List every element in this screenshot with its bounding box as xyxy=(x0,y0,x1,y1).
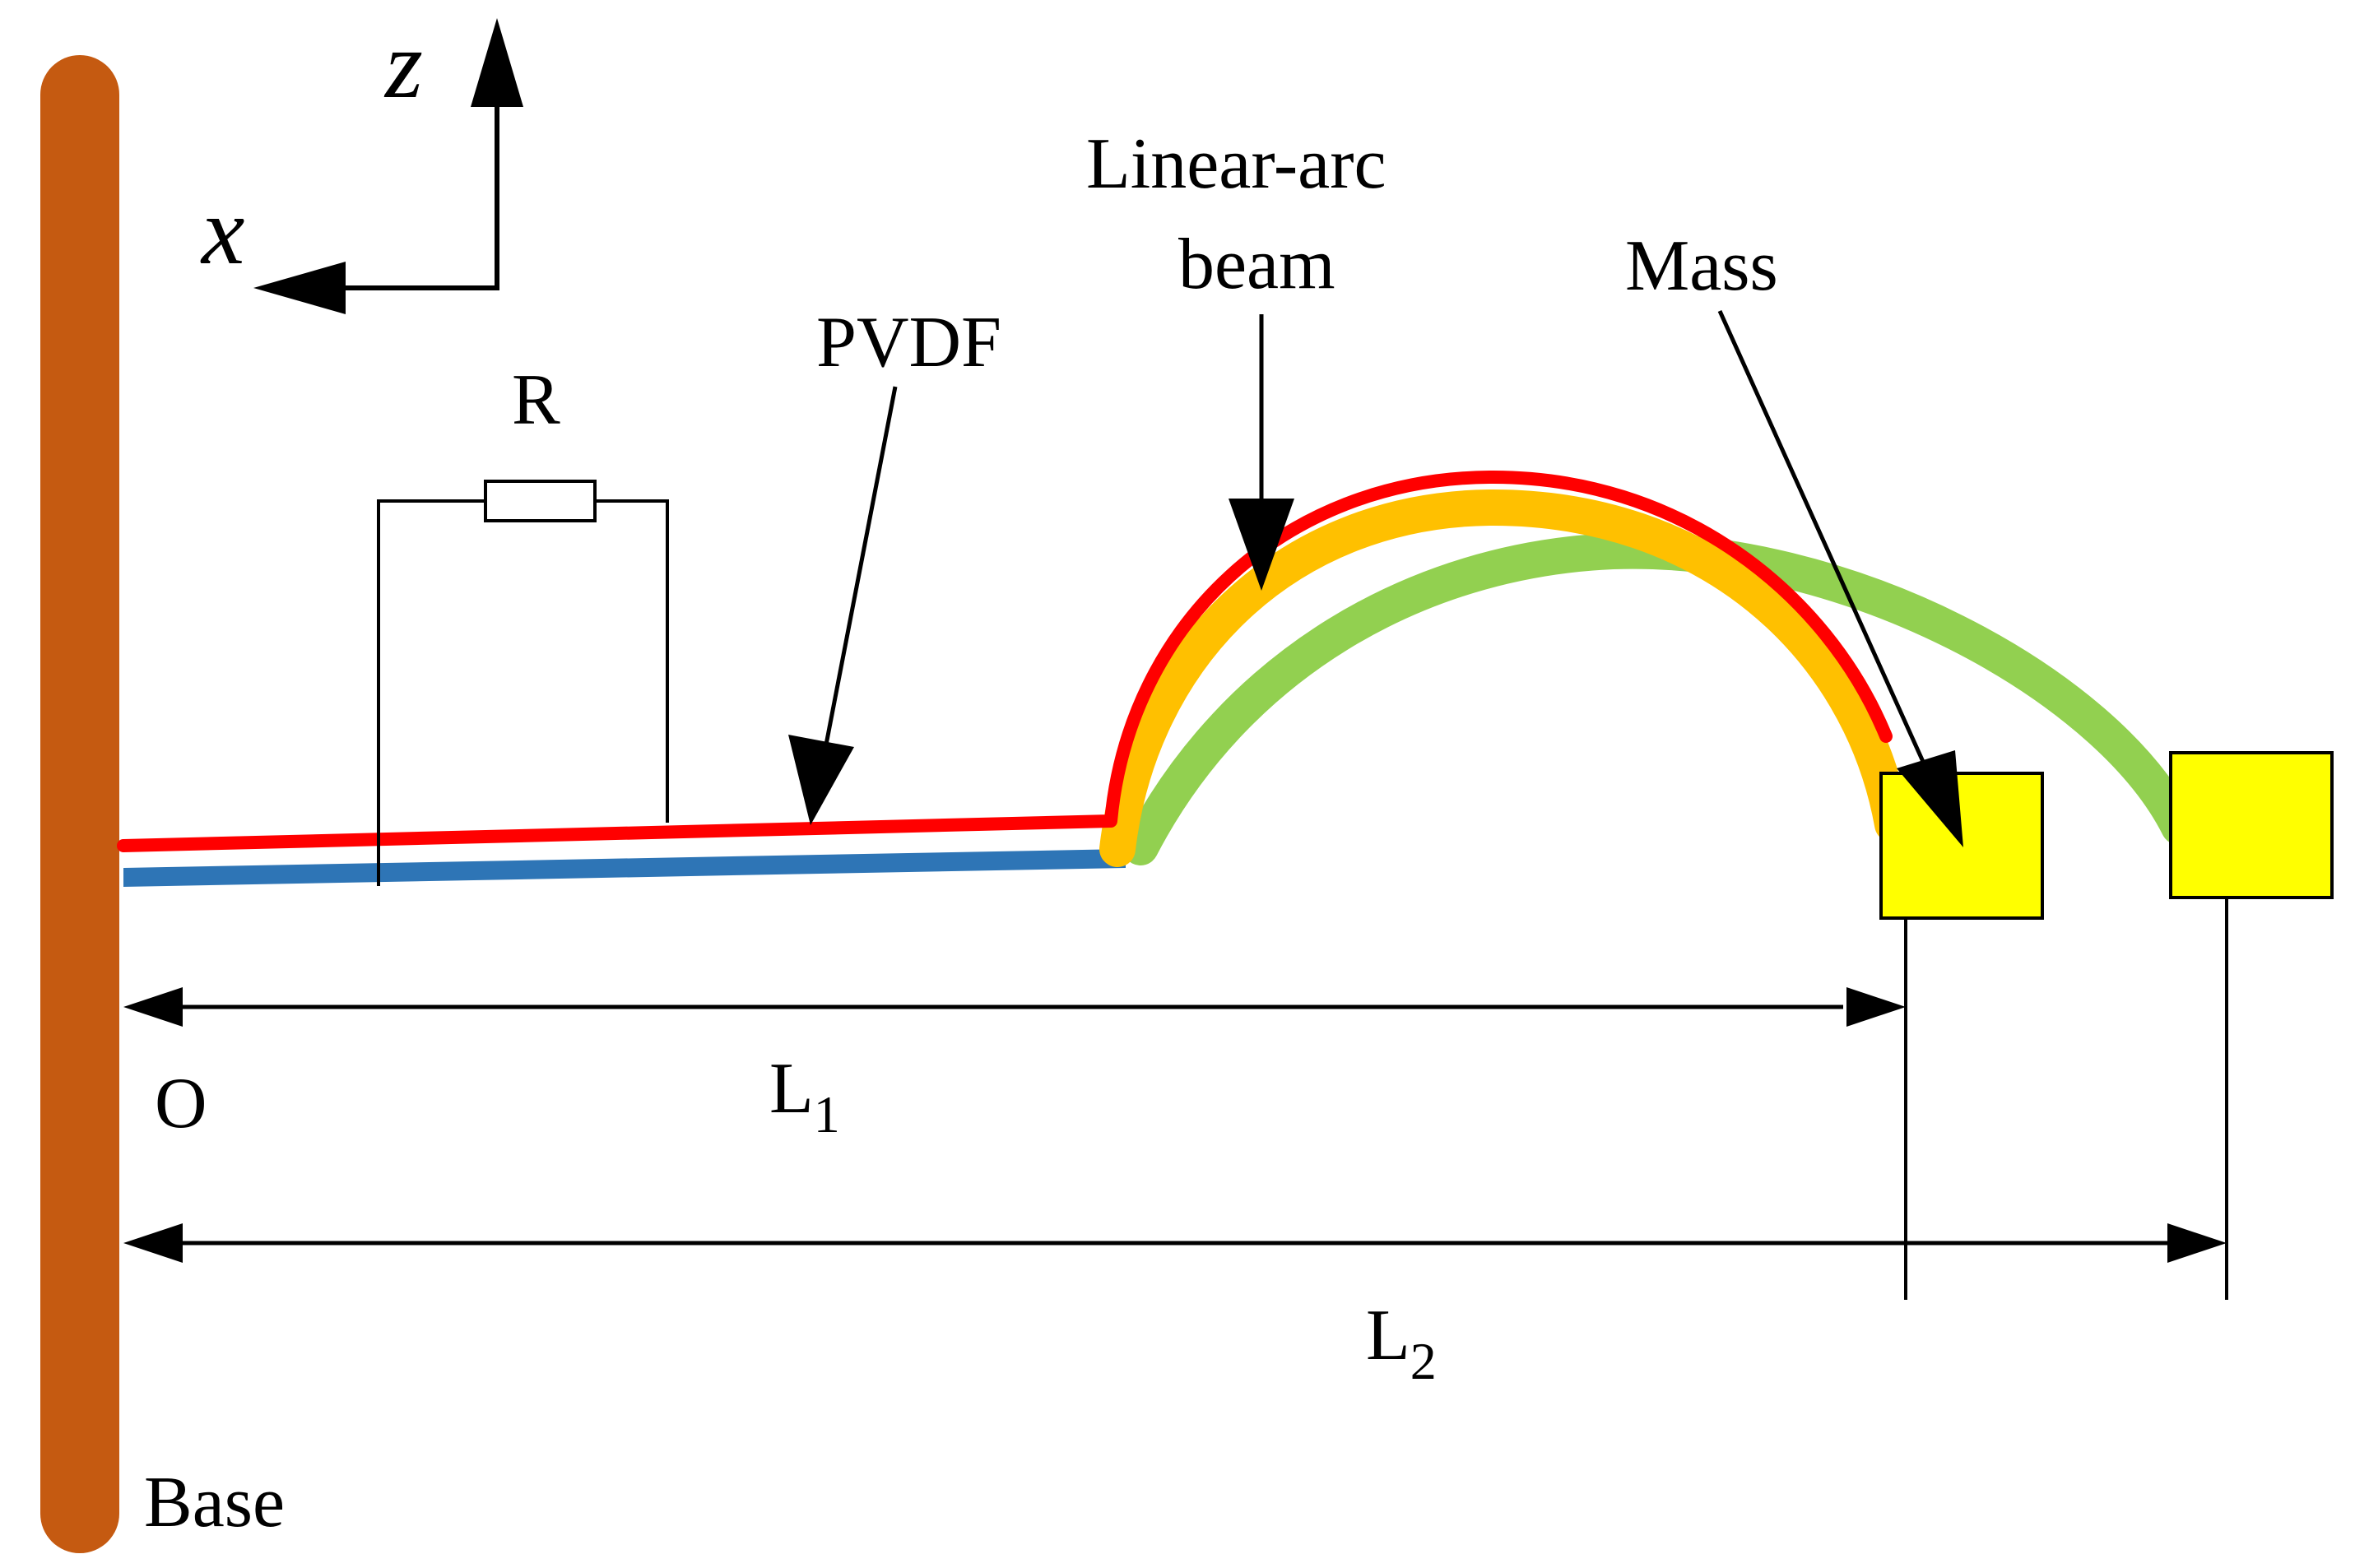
z-axis-arrowhead xyxy=(471,18,523,107)
linear-arc-beam xyxy=(1099,489,1911,867)
substrate-layer xyxy=(123,849,1126,887)
base-label: Base xyxy=(144,1463,285,1542)
pvdf-layer xyxy=(117,470,1893,852)
deformed-arc-beam xyxy=(1122,532,2197,865)
l1-right-arrowhead xyxy=(1846,987,1906,1027)
mass-pointer: Mass xyxy=(1625,226,1963,847)
pvdf-label: PVDF xyxy=(816,303,1001,383)
pvdf-pointer: PVDF xyxy=(788,303,1001,825)
circuit-wire xyxy=(377,499,485,886)
l1-label: L1 xyxy=(769,1049,840,1144)
mass-block-initial xyxy=(1879,772,2044,920)
x-axis-label: x xyxy=(200,177,244,285)
z-axis-label: z xyxy=(383,11,423,118)
mass-label: Mass xyxy=(1625,226,1778,306)
l2-label: L2 xyxy=(1366,1296,1437,1390)
dimension-l1: L1 xyxy=(123,987,1906,1144)
mass-block-deformed xyxy=(2169,751,2334,899)
axis-frame xyxy=(337,107,499,290)
beam-pointer: Linear-arc beam xyxy=(1086,124,1387,591)
resistor-symbol xyxy=(484,480,597,522)
origin-label: O xyxy=(155,1064,207,1144)
x-axis-arrowhead xyxy=(253,262,346,314)
l1-left-arrowhead xyxy=(123,987,183,1027)
circuit-wire-right xyxy=(595,499,669,823)
mass-arrowhead xyxy=(1897,750,1963,847)
beam-arrowhead xyxy=(1229,499,1294,591)
pvdf-arrowhead xyxy=(788,735,854,825)
beam-label-line1: Linear-arc xyxy=(1086,124,1387,204)
beam-label-line2: beam xyxy=(1178,225,1335,304)
l2-left-arrowhead xyxy=(123,1223,183,1263)
resistor-label: R xyxy=(512,360,560,440)
coordinate-axes: z x xyxy=(200,11,523,314)
dimension-l2: L2 xyxy=(123,1223,2227,1390)
resistor-circuit: R xyxy=(377,360,669,886)
l2-right-arrowhead xyxy=(2167,1223,2227,1263)
